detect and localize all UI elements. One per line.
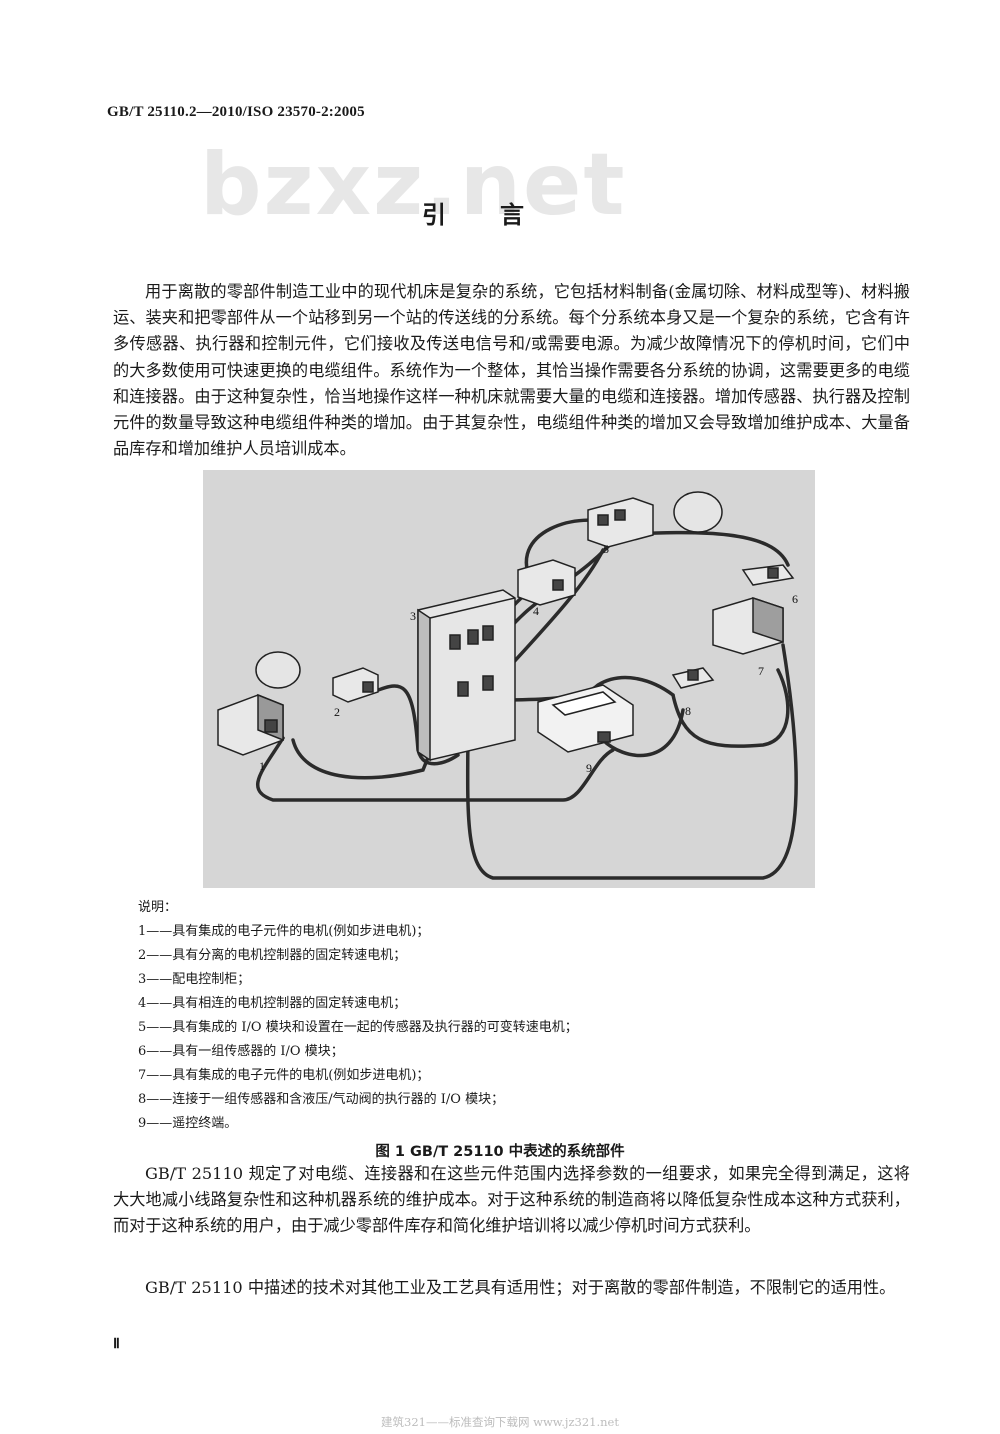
figure-legend: 说明： 1——具有集成的电子元件的电机(例如步进电机)； 2——具有分离的电机控… (138, 896, 578, 1136)
standard-code-header: GB/T 25110.2—2010/ISO 23570-2:2005 (107, 104, 365, 120)
legend-item: 8——连接于一组传感器和含液压/气动阀的执行器的 I/O 模块； (138, 1092, 505, 1107)
legend-item: 5——具有集成的 I/O 模块和设置在一起的传感器及执行器的可变转速电机； (138, 1020, 578, 1035)
figure-label-4: 4 (533, 604, 539, 618)
watermark: bzxz.net (200, 135, 627, 235)
figure-label-7: 7 (758, 664, 764, 678)
figure-caption: 图 1 GB/T 25110 中表述的系统部件 (375, 1144, 625, 1160)
page-number: Ⅱ (113, 1337, 120, 1352)
applicability-paragraph: GB/T 25110 中描述的技术对其他工业及工艺具有适用性；对于离散的零部件制… (145, 1278, 896, 1297)
legend-item: 9——遥控终端。 (138, 1116, 238, 1131)
figure-label-8: 8 (685, 704, 691, 718)
intro-paragraph: 用于离散的零部件制造工业中的现代机床是复杂的系统，它包括材料制备(金属切除、材料… (113, 282, 910, 459)
system-diagram: 1 2 3 4 5 6 7 8 9 (203, 470, 815, 888)
control-cabinet (417, 589, 516, 762)
system-components-figure: 1 2 3 4 5 6 7 8 9 (203, 470, 815, 888)
figure-label-1: 1 (259, 759, 265, 773)
figure-label-2: 2 (334, 705, 340, 719)
figure-label-5: 5 (603, 542, 609, 556)
legend-item: 2——具有分离的电机控制器的固定转速电机； (138, 948, 407, 963)
legend-item: 4——具有相连的电机控制器的固定转速电机； (138, 996, 407, 1011)
figure-label-9: 9 (586, 761, 592, 775)
footer-source: 建筑321——标准查询下载网 www.jz321.net (381, 1415, 619, 1429)
legend-item: 1——具有集成的电子元件的电机(例如步进电机)； (138, 924, 430, 939)
legend-item: 3——配电控制柜； (138, 972, 251, 987)
section-title: 引言 (422, 201, 578, 229)
figure-label-3: 3 (410, 609, 416, 623)
figure-label-6: 6 (792, 592, 798, 606)
legend-item: 6——具有一组传感器的 I/O 模块； (138, 1044, 344, 1059)
legend-title: 说明： (138, 900, 178, 915)
requirements-paragraph: GB/T 25110 规定了对电缆、连接器和在这些元件范围内选择参数的一组要求，… (113, 1164, 910, 1236)
legend-item: 7——具有集成的电子元件的电机(例如步进电机)； (138, 1068, 430, 1083)
